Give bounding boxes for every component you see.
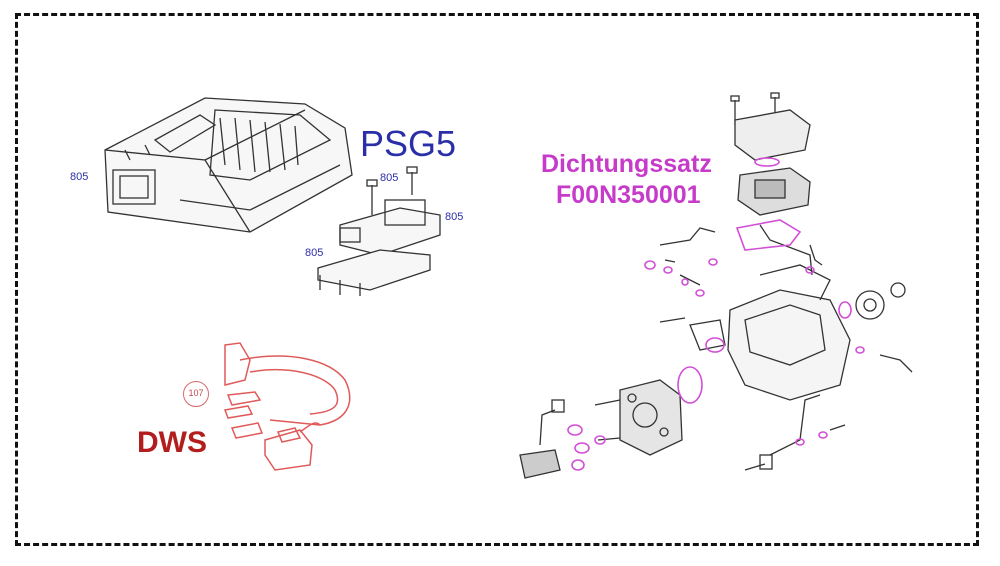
screws-and-brackets: [317, 166, 441, 296]
psg5-label: PSG5: [360, 123, 457, 164]
part-number-bracket-lower: 805: [305, 247, 324, 259]
dichtungssatz-part-number: F00N350001: [556, 181, 701, 209]
dws-label: DWS: [137, 426, 207, 459]
injection-pump-assembly: [519, 92, 913, 479]
part-number-dws-ref: 107: [183, 381, 209, 407]
psg5-control-unit: [104, 97, 353, 233]
seal-kit-parts: [567, 157, 865, 471]
part-number-bracket-right: 805: [445, 211, 464, 223]
dws-parts: [223, 342, 351, 471]
dashed-border-frame: [15, 13, 979, 546]
dichtungssatz-label: Dichtungssatz: [541, 150, 712, 178]
part-number-screw: 805: [380, 172, 399, 184]
part-number-control-unit: 805: [70, 171, 89, 183]
